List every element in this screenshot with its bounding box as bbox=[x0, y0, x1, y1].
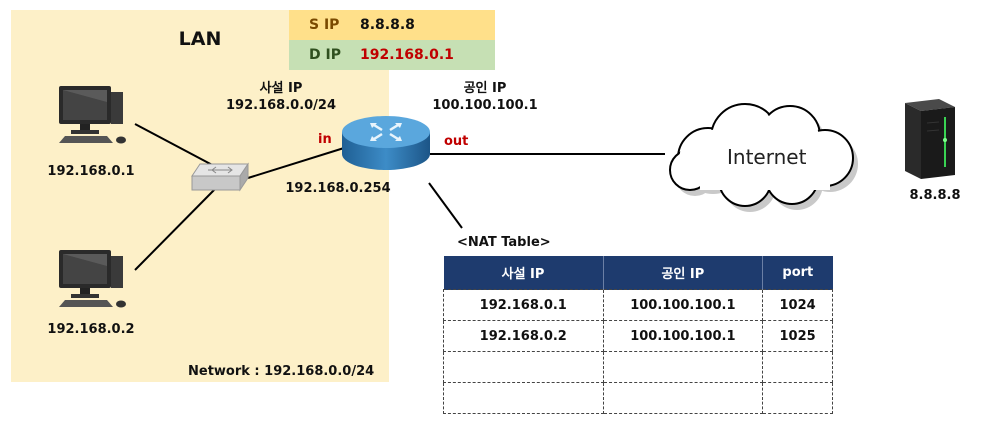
internet-cloud-icon bbox=[669, 103, 858, 212]
table-row bbox=[443, 351, 833, 383]
nat-cell-public-ip bbox=[602, 382, 764, 414]
nat-cell-private-ip: 192.168.0.1 bbox=[443, 289, 604, 321]
nat-header-public-ip: 공인 IP bbox=[603, 256, 764, 290]
router-icon bbox=[342, 116, 430, 170]
public-ip-block: 공인 IP 100.100.100.1 bbox=[430, 80, 540, 114]
server-ip: 8.8.8.8 bbox=[909, 188, 961, 203]
nat-header-port: port bbox=[762, 256, 833, 290]
private-ip-block: 사설 IP 192.168.0.0/24 bbox=[226, 80, 336, 114]
public-ip-value: 100.100.100.1 bbox=[432, 98, 538, 113]
lan-area bbox=[11, 10, 389, 382]
nat-cell-public-ip: 100.100.100.1 bbox=[602, 289, 764, 321]
router-in-label: in bbox=[318, 132, 332, 147]
source-ip-value: 8.8.8.8 bbox=[360, 17, 415, 33]
lan-title: LAN bbox=[178, 28, 222, 50]
nat-cell-port bbox=[762, 351, 833, 383]
nat-cell-public-ip bbox=[602, 351, 764, 383]
pc-1-ip: 192.168.0.1 bbox=[47, 164, 135, 179]
nat-cell-port bbox=[762, 382, 833, 414]
table-row: 192.168.0.1 100.100.100.1 1024 bbox=[443, 289, 833, 321]
private-ip-network: 192.168.0.0/24 bbox=[226, 98, 337, 113]
public-ip-label: 공인 IP bbox=[463, 81, 507, 96]
switch-icon bbox=[191, 162, 249, 192]
source-ip-label: S IP bbox=[309, 17, 340, 33]
nat-cell-private-ip: 192.168.0.2 bbox=[443, 320, 604, 352]
nat-cell-private-ip bbox=[443, 351, 604, 383]
packet-dest-row: D IP 192.168.0.1 bbox=[289, 40, 495, 70]
nat-cell-public-ip: 100.100.100.1 bbox=[602, 320, 764, 352]
router-lan-ip: 192.168.0.254 bbox=[285, 181, 391, 196]
private-ip-label: 사설 IP bbox=[259, 81, 303, 96]
nat-table: 사설 IP 공인 IP port 192.168.0.1 100.100.100… bbox=[443, 256, 833, 414]
dest-ip-label: D IP bbox=[309, 47, 341, 63]
nat-cell-port: 1025 bbox=[762, 320, 833, 352]
dest-ip-value: 192.168.0.1 bbox=[360, 47, 454, 63]
nat-cell-private-ip bbox=[443, 382, 604, 414]
packet-source-row: S IP 8.8.8.8 bbox=[289, 10, 495, 40]
nat-table-header-row: 사설 IP 공인 IP port bbox=[443, 256, 833, 290]
pc-1-icon bbox=[59, 86, 126, 144]
router-out-label: out bbox=[444, 134, 469, 149]
nat-cell-port: 1024 bbox=[762, 289, 833, 321]
pc-2-ip: 192.168.0.2 bbox=[47, 322, 135, 337]
table-row: 192.168.0.2 100.100.100.1 1025 bbox=[443, 320, 833, 352]
table-row bbox=[443, 382, 833, 414]
server-icon bbox=[905, 99, 955, 179]
nat-header-private-ip: 사설 IP bbox=[443, 256, 604, 290]
nat-table-caption: <NAT Table> bbox=[457, 235, 551, 250]
internet-label: Internet bbox=[727, 145, 807, 169]
network-label: Network : 192.168.0.0/24 bbox=[188, 364, 375, 379]
pc-2-icon bbox=[59, 250, 126, 308]
